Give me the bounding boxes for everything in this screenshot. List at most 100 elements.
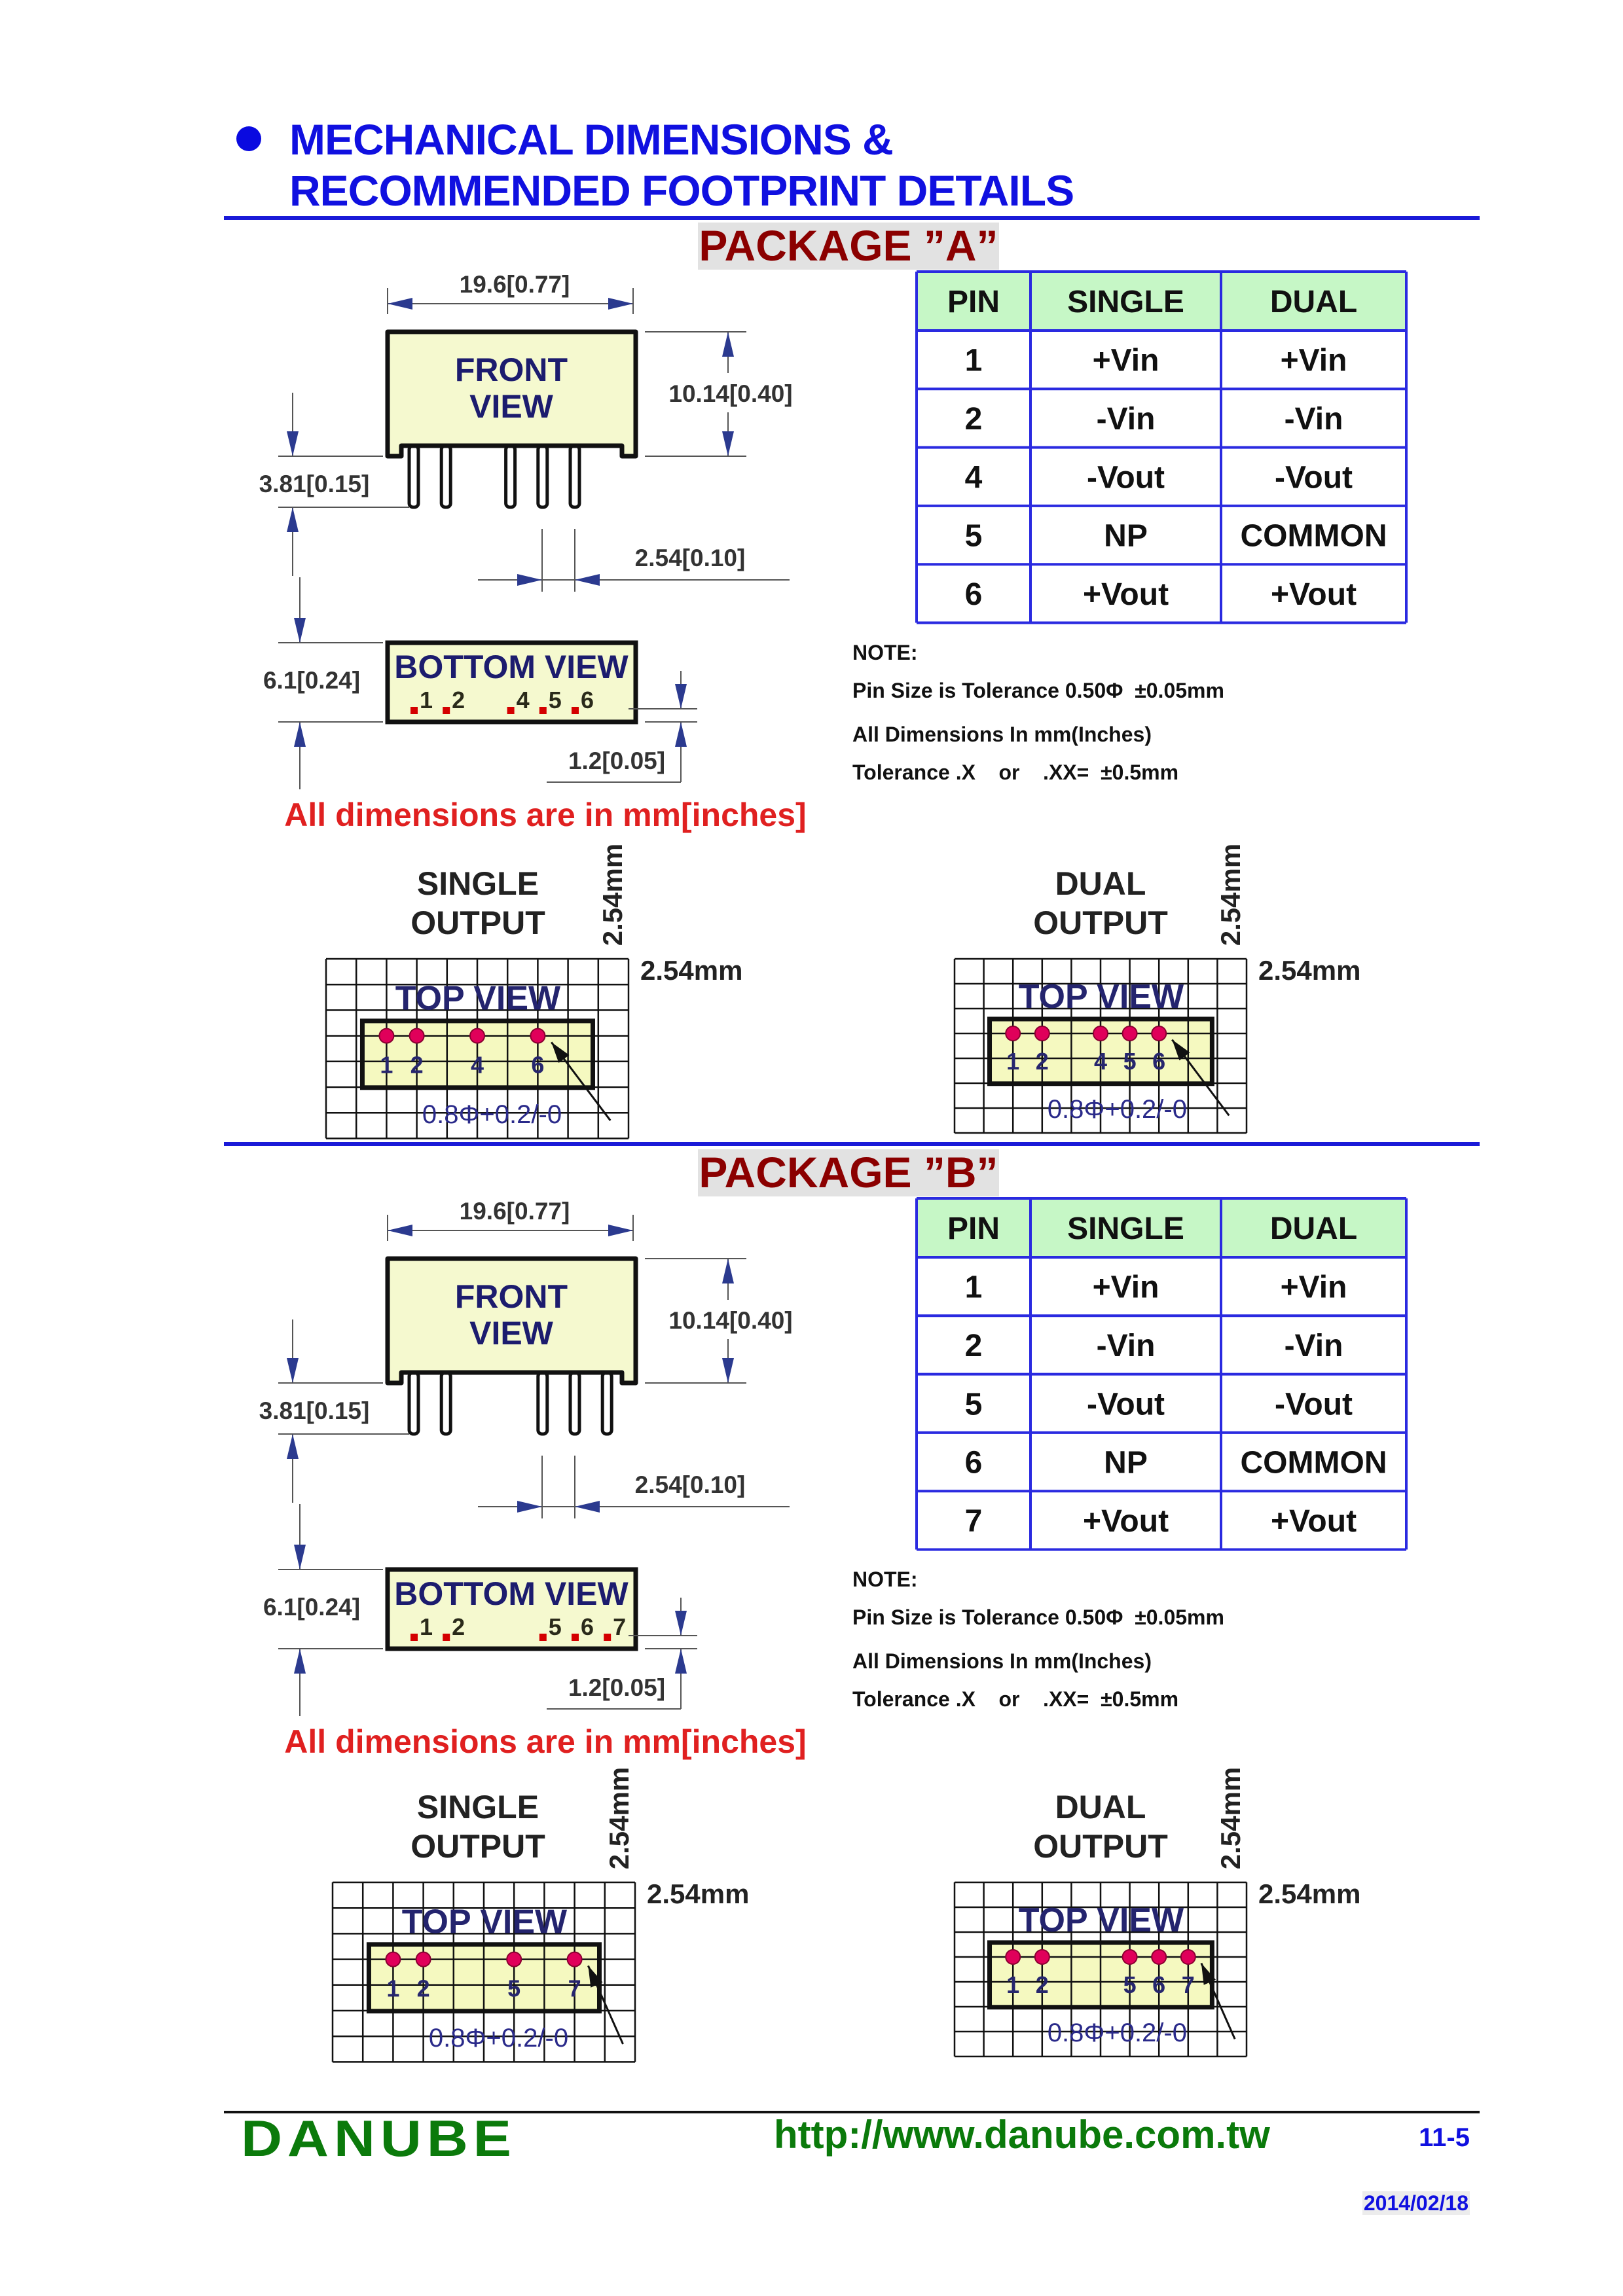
dimension-arrow-icon [517, 1501, 542, 1513]
hole-size-label: 0.8Φ+0.2/-0 [422, 1100, 562, 1129]
pin-number: 1 [380, 1051, 393, 1078]
pin-number: 1 [420, 687, 433, 713]
pin-number: 4 [471, 1051, 484, 1078]
pin-hole [506, 1951, 522, 1967]
pin-hole [1034, 1026, 1050, 1041]
dimension-depth-label: 6.1[0.24] [263, 667, 360, 694]
revision-date: 2014/02/18 [1362, 2191, 1470, 2215]
table-cell: -Vout [1087, 460, 1165, 495]
dimension-arrow-icon [287, 507, 299, 532]
table-cell: +Vin [1281, 344, 1347, 378]
front-view-body [385, 1256, 638, 1386]
table-header-background [917, 272, 1406, 331]
dimension-width-label: 19.6[0.77] [460, 271, 570, 298]
pin-hole [1180, 1949, 1196, 1965]
table-cell: -Vout [1087, 1387, 1165, 1422]
pin-number: 6 [581, 1613, 594, 1640]
pin-number: 5 [1123, 1971, 1137, 1998]
pin-hole [566, 1951, 583, 1967]
pin-hole [1005, 1949, 1021, 1965]
dimension-arrow-icon [294, 722, 306, 747]
leader-arrow-icon [588, 1965, 603, 1988]
header-divider [224, 216, 1480, 220]
pin-number: 2 [1036, 1048, 1049, 1075]
pin-7 [600, 1371, 613, 1436]
pin-hole [1122, 1949, 1138, 1965]
table-cell: +Vin [1093, 1270, 1159, 1305]
pin-marker [572, 1634, 579, 1641]
table-cell: 5 [965, 1387, 983, 1422]
website-link[interactable]: http://www.danube.com.tw [774, 2113, 1270, 2157]
dimension-arrow-icon [675, 684, 687, 709]
dimension-offset-label: 1.2[0.05] [568, 747, 665, 774]
table-cell: 6 [965, 1446, 983, 1480]
dimension-arrow-icon [287, 1434, 299, 1459]
table-row: 2-Vin-Vin [965, 1329, 1343, 1363]
pin-1 [407, 444, 420, 509]
front-view-label: FRONT [455, 351, 568, 388]
units-note: All dimensions are in mm[inches] [284, 797, 806, 833]
table-cell: 1 [965, 1270, 983, 1305]
top-view-label: TOP VIEW [1019, 978, 1184, 1016]
front-view-label: VIEW [469, 1315, 554, 1352]
pin-number: 6 [531, 1051, 544, 1078]
dimension-arrow-icon [294, 1545, 306, 1570]
pin-2 [439, 444, 452, 509]
note-line: Pin Size is Tolerance 0.50Φ ±0.05mm [852, 679, 1224, 702]
table-row: 7+Vout+Vout [965, 1504, 1357, 1539]
pin-number: 2 [452, 1613, 465, 1640]
top-view-label: TOP VIEW [395, 980, 561, 1018]
brand-logo: DANUBE [241, 2109, 517, 2167]
table-cell: +Vin [1093, 344, 1159, 378]
pin-1 [407, 1371, 420, 1436]
table-cell: +Vout [1271, 577, 1357, 612]
pin-5 [536, 444, 549, 509]
table-cell: NP [1104, 1446, 1148, 1480]
table-header-dual: DUAL [1270, 285, 1357, 319]
dimension-arrow-icon [388, 1225, 412, 1236]
pin-hole [385, 1951, 401, 1967]
pin-hole [1005, 1026, 1021, 1041]
dimension-pitch-label: 2.54[0.10] [635, 1471, 746, 1498]
table-row: 4-Vout-Vout [965, 460, 1353, 495]
pin-number: 6 [581, 687, 594, 713]
footprint-title: OUTPUT [410, 1828, 545, 1865]
table-cell: 4 [965, 460, 983, 495]
top-view-outline [359, 1018, 595, 1090]
pin-marker [572, 707, 579, 714]
dimension-arrow-icon [722, 1259, 734, 1283]
horizontal-pitch-label: 2.54mm [640, 955, 742, 986]
dimension-arrow-icon [294, 1649, 306, 1674]
table-cell: +Vout [1083, 577, 1169, 612]
note-line: Pin Size is Tolerance 0.50Φ ±0.05mm [852, 1605, 1224, 1629]
dimension-arrow-icon [675, 722, 687, 747]
pin-hole [1093, 1026, 1108, 1041]
pin-hole [378, 1028, 395, 1044]
pin-hole [1034, 1949, 1050, 1965]
pin-number: 1 [420, 1613, 433, 1640]
dimension-arrow-icon [575, 1501, 600, 1513]
pin-marker [539, 1634, 547, 1641]
table-cell: COMMON [1241, 519, 1387, 554]
pin-number: 2 [410, 1051, 424, 1078]
units-note: All dimensions are in mm[inches] [284, 1723, 806, 1760]
top-view-outline [987, 1016, 1214, 1086]
pin-hole [409, 1028, 425, 1044]
horizontal-pitch-label: 2.54mm [647, 1878, 749, 1909]
front-view-label: FRONT [455, 1278, 568, 1315]
pin-marker [507, 707, 515, 714]
note-line: Tolerance .X or .XX= ±0.5mm [852, 761, 1178, 784]
dimension-pitch-label: 2.54[0.10] [635, 545, 746, 571]
pin-number: 1 [1006, 1048, 1019, 1075]
bottom-view-body [385, 1567, 638, 1651]
footprint-title: OUTPUT [1033, 1828, 1168, 1865]
